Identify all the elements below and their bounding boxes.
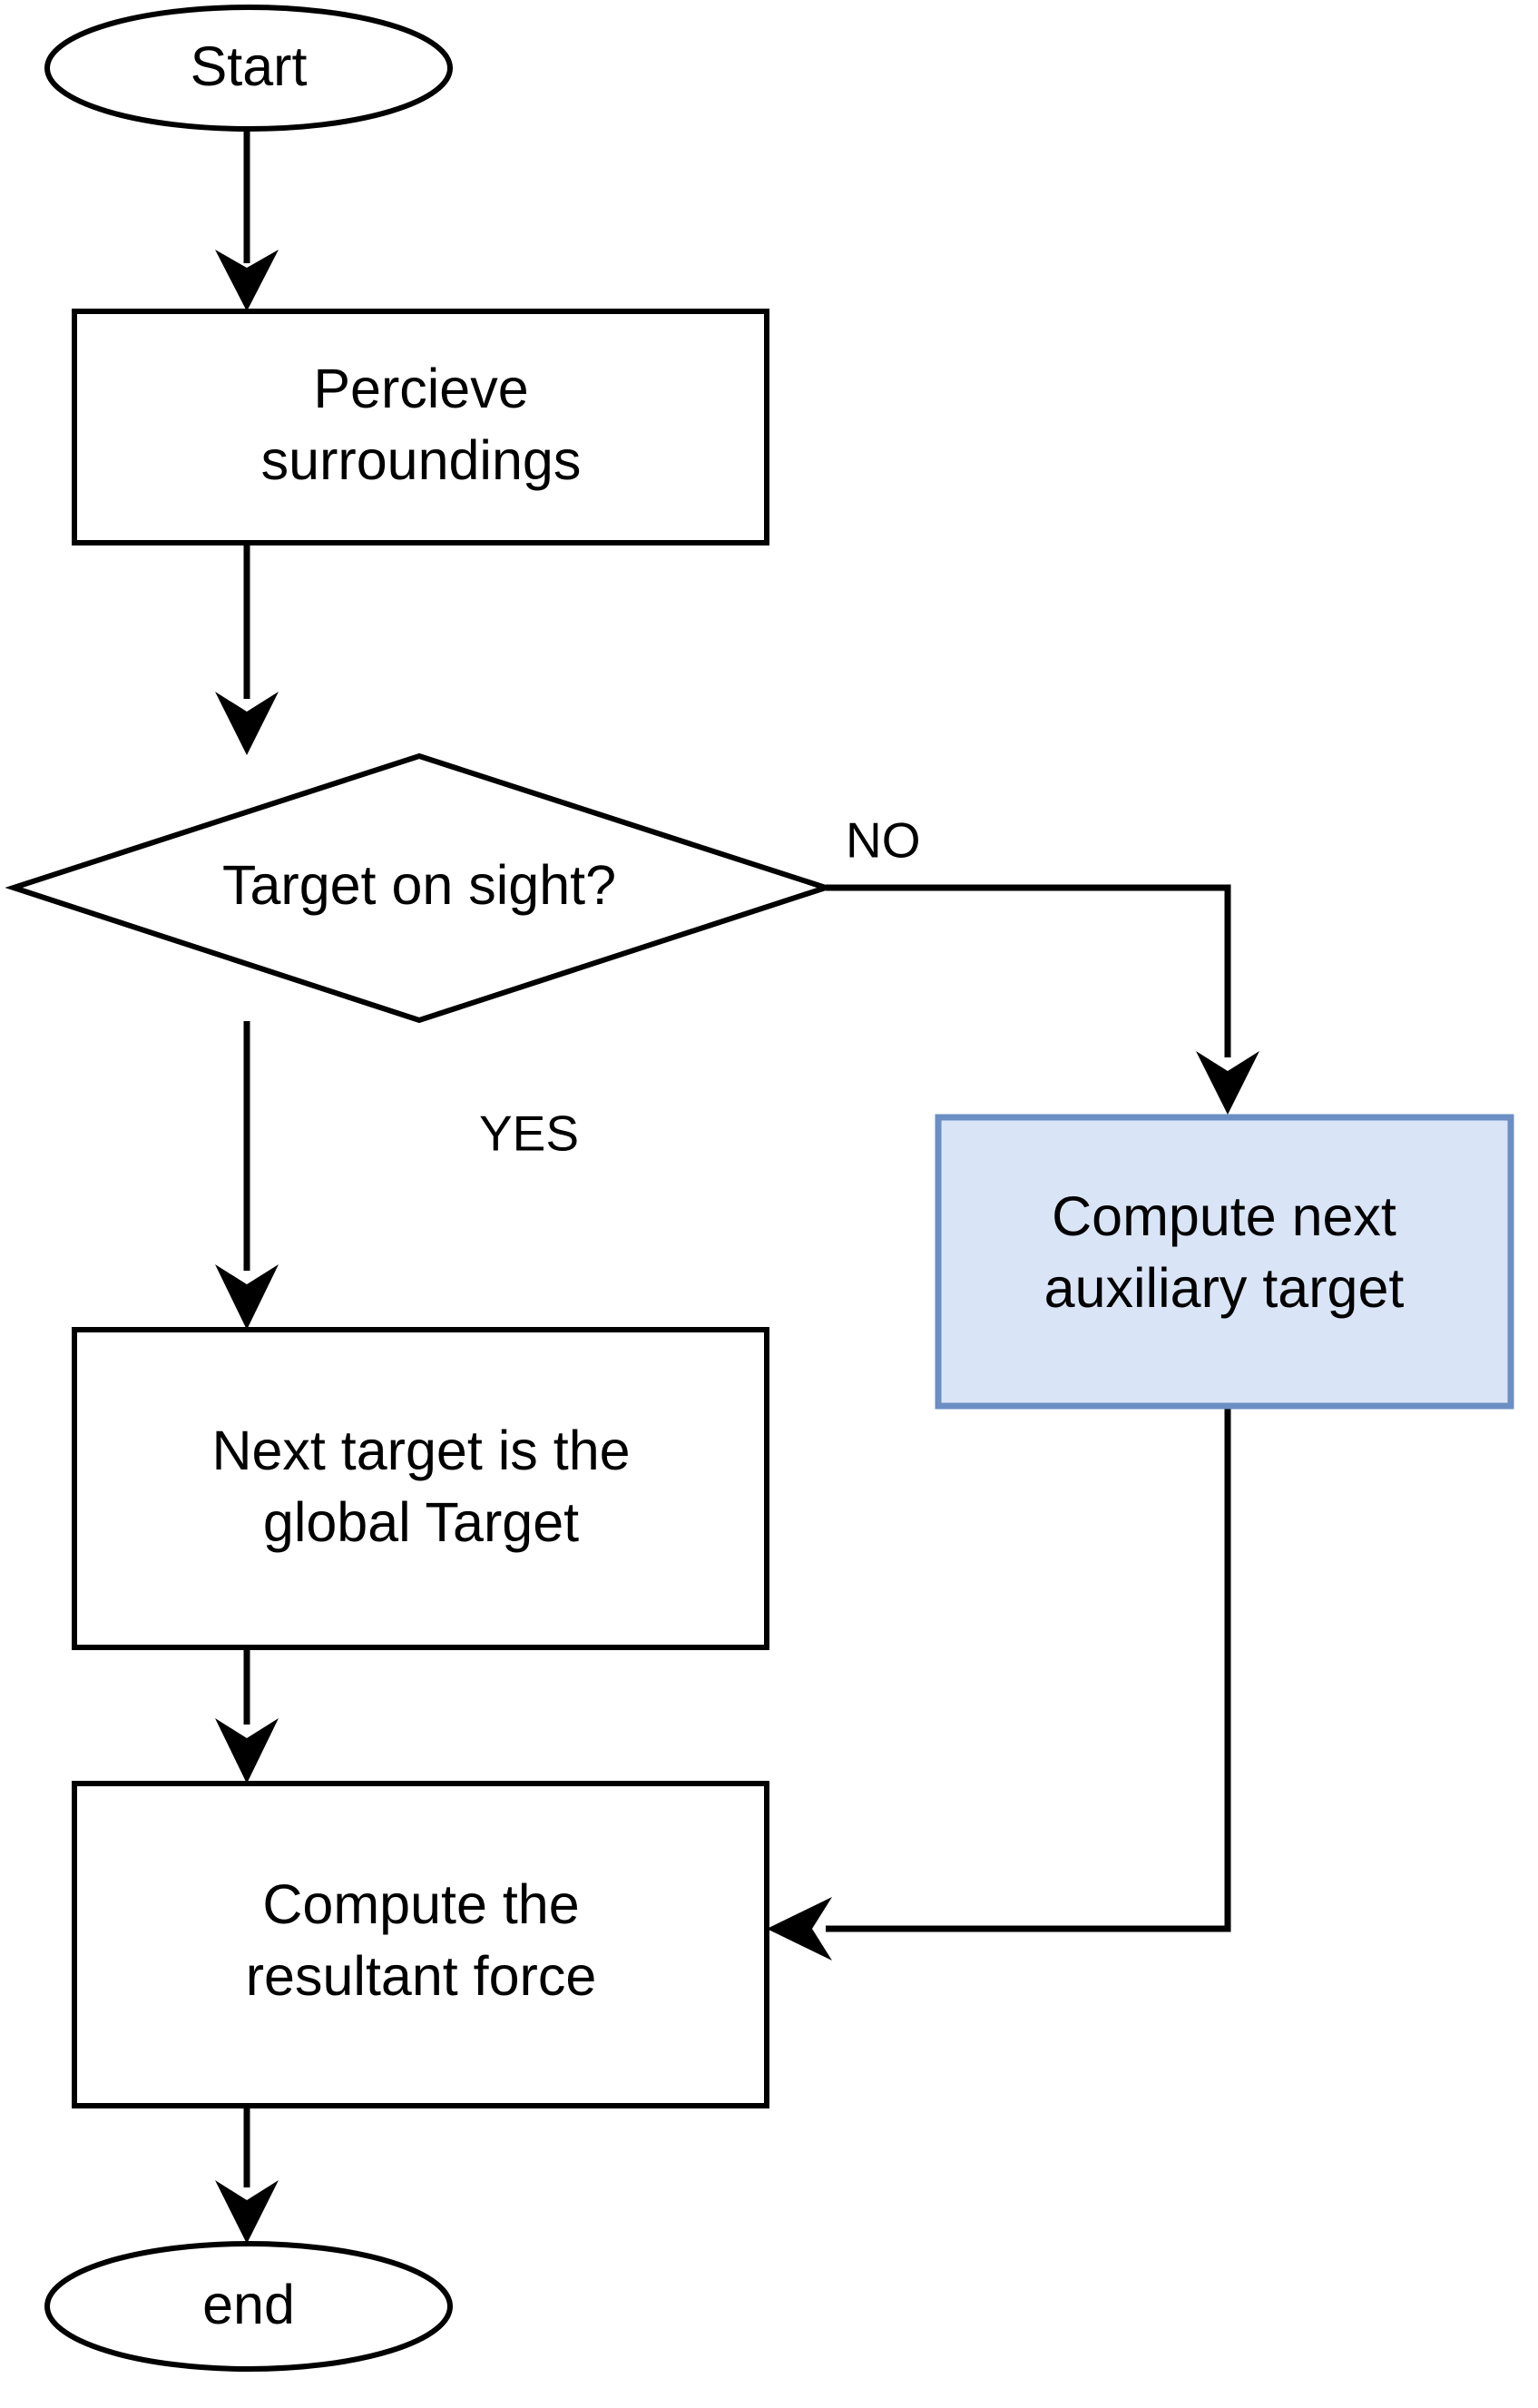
auxiliary-label-line1: Compute next [1052, 1185, 1396, 1247]
arrowhead-down-icon [1196, 1051, 1259, 1115]
decision-label: Target on sight? [222, 854, 616, 916]
arrowhead-down-icon [215, 2180, 279, 2244]
node-start[interactable]: Start [44, 5, 453, 132]
node-compute-resultant-force[interactable]: Compute the resultant force [72, 1781, 769, 2108]
edge-resultant-to-end [215, 2106, 279, 2244]
edge-label-no: NO [846, 812, 921, 869]
resultant-label-line1: Compute the [262, 1873, 579, 1935]
arrowhead-down-icon [215, 1264, 279, 1330]
arrowhead-left-icon [767, 1897, 832, 1961]
edge-label-yes: YES [479, 1106, 579, 1162]
resultant-box-shape [72, 1781, 769, 2108]
edge-auxiliary-to-resultant [767, 1409, 1231, 1961]
node-end[interactable]: end [44, 2241, 453, 2372]
node-perceive-surroundings[interactable]: Percieve surroundings [72, 309, 769, 545]
arrowhead-down-icon [215, 250, 279, 311]
node-compute-auxiliary-target[interactable]: Compute next auxiliary target [935, 1114, 1514, 1410]
edge-global-to-resultant [215, 1647, 279, 1784]
perceive-label-line2: surroundings [261, 429, 582, 491]
start-label: Start [191, 35, 308, 97]
auxiliary-box-shape [935, 1114, 1514, 1410]
edge-decision-yes [215, 1021, 279, 1330]
auxiliary-label-line2: auxiliary target [1044, 1257, 1405, 1319]
decision-diamond-shape [5, 752, 835, 1024]
resultant-label-line2: resultant force [246, 1945, 597, 2007]
end-label: end [202, 2274, 295, 2335]
perceive-box-shape [72, 309, 769, 545]
edge-decision-no [826, 884, 1259, 1115]
end-ellipse-shape [44, 2241, 453, 2372]
node-next-target-global[interactable]: Next target is the global Target [72, 1327, 769, 1650]
perceive-label-line1: Percieve [313, 358, 528, 419]
arrowhead-down-icon [215, 692, 279, 755]
global-target-label-line1: Next target is the [211, 1420, 630, 1481]
start-ellipse-shape [44, 5, 453, 132]
edge-start-to-perceive [215, 127, 279, 311]
edge-perceive-to-decision [215, 543, 279, 755]
arrowhead-down-icon [215, 1718, 279, 1784]
global-target-box-shape [72, 1327, 769, 1650]
node-decision-target-on-sight[interactable]: Target on sight? [5, 752, 835, 1024]
global-target-label-line2: global Target [263, 1491, 579, 1553]
